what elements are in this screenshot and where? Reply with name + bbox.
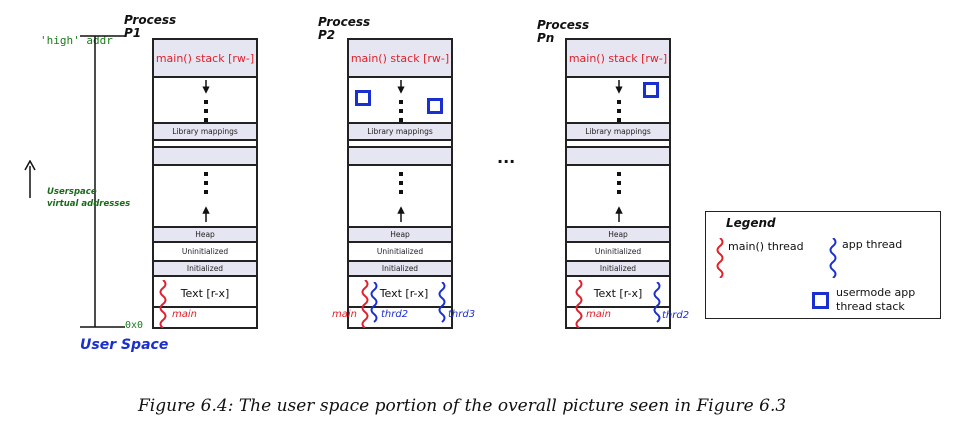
legend-app-thread-label: app thread: [842, 238, 903, 251]
main-thread-label: main: [332, 309, 357, 320]
more-processes-ellipsis: ...: [497, 148, 516, 167]
app-thread-icon: [370, 282, 378, 323]
legend-main-thread-label: main() thread: [728, 240, 804, 253]
uninitialized-segment: Uninitialized: [349, 243, 451, 260]
direction-label-line1: Userspace: [47, 187, 97, 197]
legend-thread-stack-line1: usermode app: [836, 286, 916, 299]
text-bottom-divider: [154, 306, 256, 308]
process-column-p1: main() stack [rw-] Library mappings Heap…: [152, 38, 258, 329]
main-thread-icon: [575, 280, 583, 328]
process-title-p2: Process P2: [318, 16, 370, 42]
library-label: Library mappings: [172, 127, 238, 136]
thrd3-label: thrd3: [448, 309, 476, 320]
user-space-title: User Space: [80, 337, 169, 353]
legend-thread-stack-line2: thread stack: [836, 300, 905, 313]
text-segment: Text [r-x]: [567, 280, 669, 306]
text-segment: Text [r-x]: [349, 280, 451, 306]
process-title-line1: Process: [318, 15, 371, 29]
process-column-p2: main() stack [rw-] Library mappings Heap…: [347, 38, 453, 329]
direction-label: Userspace virtual addresses: [47, 186, 130, 210]
heap-label: Heap: [390, 230, 410, 239]
library-label: Library mappings: [367, 127, 433, 136]
stack-segment: main() stack [rw-]: [349, 40, 451, 78]
main-thread-label: main: [172, 309, 197, 320]
legend-app-thread-icon: [829, 238, 837, 278]
initialized-segment: Initialized: [154, 260, 256, 277]
text-bottom-divider: [349, 306, 451, 308]
text-segment: Text [r-x]: [154, 280, 256, 306]
app-thread-icon: [653, 282, 661, 323]
uninitialized-label: Uninitialized: [376, 247, 424, 256]
library-mappings-segment: Library mappings: [567, 122, 669, 141]
stack-growth-arrow-icon: [615, 80, 623, 122]
stack-label: main() stack [rw-]: [568, 51, 668, 65]
text-bottom-divider: [567, 306, 669, 308]
process-title-line2: P1: [124, 26, 142, 40]
legend-box: Legend main() thread app thread usermode…: [705, 211, 941, 319]
uninitialized-label: Uninitialized: [181, 247, 229, 256]
uninitialized-segment: Uninitialized: [154, 243, 256, 260]
main-thread-icon: [159, 280, 167, 328]
process-title-pn: Process Pn: [537, 19, 589, 45]
text-label: Text [r-x]: [180, 286, 230, 300]
stack-label: main() stack [rw-]: [155, 51, 255, 65]
heap-segment: Heap: [154, 226, 256, 243]
heap-segment: Heap: [349, 226, 451, 243]
legend-thread-stack-label: usermode app thread stack: [836, 286, 915, 314]
thread-stack-box-icon: [427, 98, 443, 114]
low-addr-label: 0x0: [125, 320, 144, 331]
stack-growth-arrow-icon: [202, 80, 210, 122]
direction-label-line2: virtual addresses: [47, 199, 131, 209]
heap-growth-arrow-icon: [397, 172, 405, 222]
heap-growth-arrow-icon: [615, 172, 623, 222]
thread-stack-box-icon: [355, 90, 371, 106]
thread-stack-box-icon: [643, 82, 659, 98]
library-mappings-segment: Library mappings: [349, 122, 451, 141]
process-title-line1: Process: [124, 13, 177, 27]
initialized-segment: Initialized: [567, 260, 669, 277]
process-title-line2: P2: [318, 28, 336, 42]
heap-label: Heap: [608, 230, 628, 239]
heap-segment: Heap: [567, 226, 669, 243]
thrd2-label: thrd2: [662, 310, 690, 321]
heap-label: Heap: [195, 230, 215, 239]
legend-thread-stack-box-icon: [812, 292, 829, 309]
uninitialized-segment: Uninitialized: [567, 243, 669, 260]
process-title-line1: Process: [537, 18, 590, 32]
app-thread-icon: [438, 282, 446, 323]
main-thread-icon: [361, 280, 369, 328]
process-column-pn: main() stack [rw-] Library mappings Heap…: [565, 38, 671, 329]
up-arrow-icon: [24, 160, 36, 198]
text-label: Text [r-x]: [593, 286, 643, 300]
mapping-gap-segment: [349, 146, 451, 166]
legend-main-thread-icon: [716, 238, 724, 278]
stack-segment: main() stack [rw-]: [567, 40, 669, 78]
heap-growth-arrow-icon: [202, 172, 210, 222]
main-thread-label: main: [586, 309, 611, 320]
stack-growth-arrow-icon: [397, 80, 405, 122]
mapping-gap-segment: [154, 146, 256, 166]
initialized-label: Initialized: [381, 264, 419, 273]
stack-segment: main() stack [rw-]: [154, 40, 256, 78]
initialized-label: Initialized: [186, 264, 224, 273]
thrd2-label: thrd2: [381, 309, 409, 320]
process-title-line2: Pn: [537, 31, 555, 45]
address-axis: [80, 35, 125, 328]
library-label: Library mappings: [585, 127, 651, 136]
text-label: Text [r-x]: [379, 286, 429, 300]
process-title-p1: Process P1: [124, 14, 176, 40]
uninitialized-label: Uninitialized: [594, 247, 642, 256]
stack-label: main() stack [rw-]: [350, 51, 450, 65]
library-mappings-segment: Library mappings: [154, 122, 256, 141]
figure-caption: Figure 6.4: The user space portion of th…: [138, 396, 787, 416]
initialized-segment: Initialized: [349, 260, 451, 277]
legend-title: Legend: [726, 216, 776, 230]
mapping-gap-segment: [567, 146, 669, 166]
initialized-label: Initialized: [599, 264, 637, 273]
